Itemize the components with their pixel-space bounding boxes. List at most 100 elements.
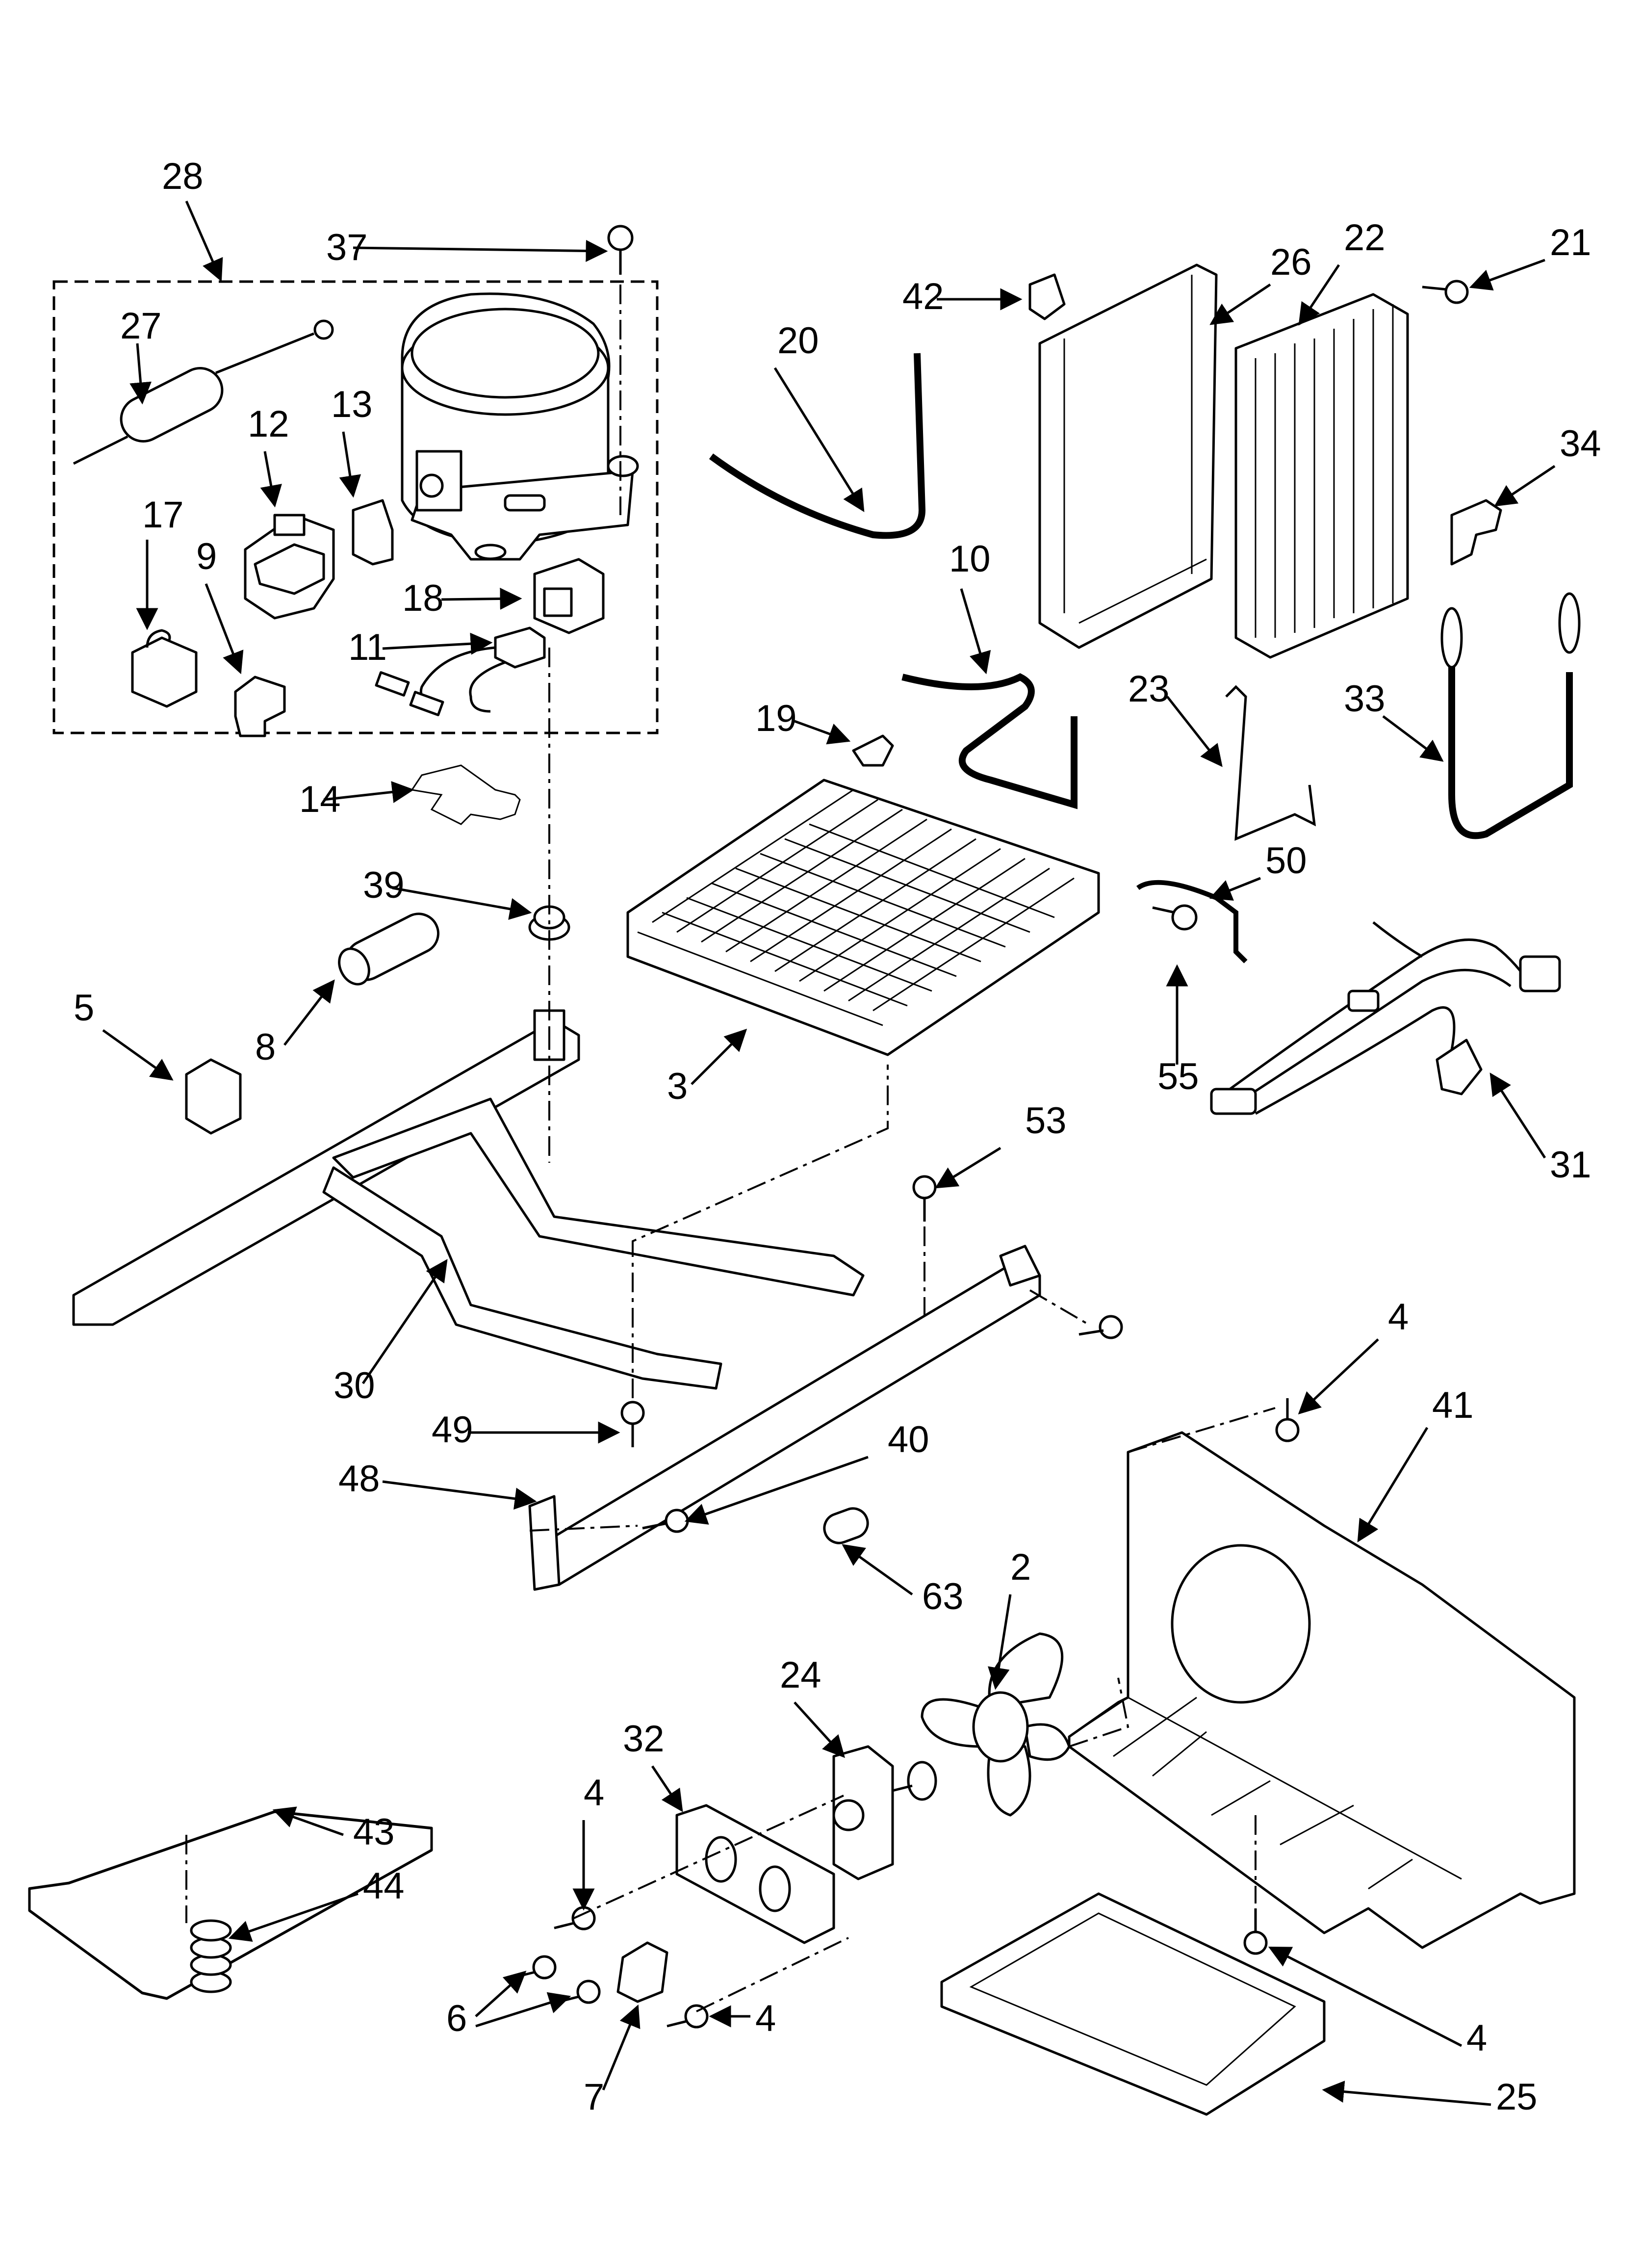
callout-label-4: 4 bbox=[584, 1772, 604, 1814]
screw-4-bottom-right bbox=[1243, 1908, 1268, 1955]
callout-label-5: 5 bbox=[74, 987, 94, 1029]
callout-leader-34 bbox=[1494, 465, 1556, 507]
callout-label-53: 53 bbox=[1025, 1100, 1067, 1142]
callout-label-6: 6 bbox=[446, 1998, 467, 2039]
wire-clip-part bbox=[410, 764, 521, 825]
tube-part bbox=[338, 912, 439, 986]
callout-label-11: 11 bbox=[348, 626, 387, 668]
callout-label-2: 2 bbox=[1010, 1546, 1031, 1588]
cover-plate-part bbox=[28, 1810, 433, 2000]
screw-53 bbox=[912, 1175, 937, 1222]
callout-label-32: 32 bbox=[623, 1718, 665, 1760]
callout-label-40: 40 bbox=[888, 1419, 929, 1460]
callout-label-49: 49 bbox=[432, 1409, 473, 1451]
callout-label-21: 21 bbox=[1550, 222, 1591, 263]
callout-leader-21 bbox=[1469, 259, 1545, 291]
compressor-kit-outline bbox=[52, 280, 659, 734]
overload-part bbox=[131, 629, 198, 708]
callout-label-17: 17 bbox=[142, 494, 184, 536]
screw-40b bbox=[642, 1509, 689, 1533]
callout-label-3: 3 bbox=[667, 1066, 688, 1107]
callout-label-50: 50 bbox=[1265, 840, 1307, 882]
callout-leader-8 bbox=[283, 979, 335, 1046]
callout-label-34: 34 bbox=[1560, 423, 1601, 465]
callout-label-8: 8 bbox=[255, 1026, 276, 1068]
callout-leader-40 bbox=[684, 1456, 869, 1525]
callout-leader-18 bbox=[441, 588, 522, 610]
callout-label-12: 12 bbox=[248, 403, 289, 445]
shroud-part bbox=[1038, 263, 1218, 649]
callout-leader-53 bbox=[935, 1147, 1001, 1189]
callout-label-22: 22 bbox=[1344, 217, 1385, 259]
callout-leader-12 bbox=[260, 451, 282, 508]
spring-part bbox=[190, 1919, 232, 1993]
fan-motor-part bbox=[832, 1745, 937, 1880]
clip-42-part bbox=[1028, 273, 1066, 320]
tube-10-part bbox=[901, 673, 1078, 809]
screw-21 bbox=[1422, 280, 1469, 304]
front-rail-part bbox=[528, 1245, 1041, 1591]
callout-label-44: 44 bbox=[363, 1865, 405, 1907]
callout-leader-33 bbox=[1382, 715, 1444, 762]
callout-leader-37 bbox=[353, 239, 608, 262]
motor-bracket-part bbox=[675, 1804, 835, 1944]
power-harness-part bbox=[1210, 921, 1561, 1115]
callout-leader-13 bbox=[339, 431, 361, 498]
callout-leader-20 bbox=[773, 367, 865, 512]
callout-leader-25 bbox=[1322, 2081, 1491, 2106]
callout-label-25: 25 bbox=[1496, 2076, 1538, 2118]
callout-label-7: 7 bbox=[584, 2076, 604, 2118]
callout-leader-2 bbox=[988, 1594, 1012, 1690]
callout-leader-31 bbox=[1489, 1072, 1546, 1159]
callout-label-41: 41 bbox=[1432, 1384, 1474, 1426]
base-pan-part bbox=[1068, 1431, 1576, 1949]
callout-leader-27 bbox=[129, 343, 152, 405]
callout-label-43: 43 bbox=[353, 1811, 395, 1853]
callout-label-18: 18 bbox=[402, 577, 444, 619]
callout-label-31: 31 bbox=[1550, 1144, 1591, 1186]
wire-23-part bbox=[1225, 685, 1316, 841]
clip-34-part bbox=[1450, 499, 1502, 566]
screw-4-bottom bbox=[667, 2004, 709, 2029]
callout-leader-30 bbox=[361, 1259, 448, 1384]
screw-40a bbox=[1078, 1315, 1123, 1339]
callout-leader-43 bbox=[272, 1806, 344, 1836]
callout-leader-6 bbox=[475, 1970, 527, 2017]
callout-leader-19 bbox=[794, 720, 851, 745]
fan-blade-part bbox=[921, 1632, 1071, 1817]
callout-leader-11 bbox=[382, 632, 493, 655]
connector-part bbox=[234, 676, 286, 737]
callout-label-4: 4 bbox=[755, 1998, 776, 2039]
evaporator-part bbox=[626, 779, 1100, 1056]
screw-4-top bbox=[1275, 1398, 1300, 1442]
callout-leader-41 bbox=[1357, 1427, 1429, 1542]
callout-leader-6-second bbox=[475, 1992, 571, 2028]
callout-label-39: 39 bbox=[363, 864, 405, 906]
callout-leader-24 bbox=[794, 1701, 846, 1758]
clip-part bbox=[185, 1058, 242, 1135]
mounting-plate-part bbox=[616, 1941, 668, 2003]
screw-6b bbox=[559, 1980, 601, 2004]
relay-part bbox=[244, 514, 335, 620]
callout-leader-28 bbox=[185, 200, 223, 282]
callout-label-13: 13 bbox=[331, 384, 373, 425]
callout-leader-3 bbox=[691, 1028, 747, 1085]
callout-leader-63 bbox=[842, 1544, 913, 1596]
callout-leader-50 bbox=[1209, 877, 1261, 901]
callout-label-30: 30 bbox=[334, 1365, 375, 1407]
tube-20-part bbox=[709, 353, 926, 539]
terminal-cover-part bbox=[352, 499, 394, 566]
clip-19-part bbox=[852, 734, 894, 767]
callout-leader-39 bbox=[392, 886, 532, 920]
callout-leader-5 bbox=[102, 1029, 174, 1081]
spacer-part bbox=[823, 1507, 869, 1544]
callout-leader-32 bbox=[651, 1765, 683, 1812]
callout-leader-4 bbox=[1298, 1338, 1379, 1415]
wire-harness-small-part bbox=[375, 626, 546, 716]
callout-leader-22 bbox=[1298, 264, 1340, 326]
callout-label-48: 48 bbox=[338, 1458, 380, 1500]
screw-55 bbox=[1152, 904, 1198, 931]
frame-rails-part bbox=[72, 1009, 865, 1390]
callout-label-20: 20 bbox=[777, 320, 819, 362]
